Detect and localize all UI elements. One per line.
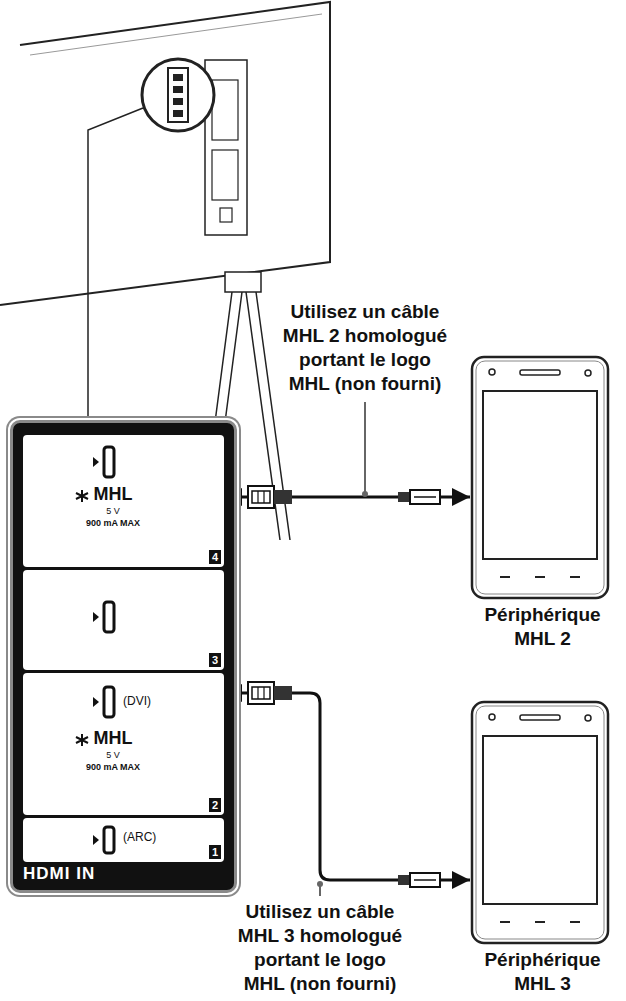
port-icon xyxy=(93,445,119,479)
mhl-cable xyxy=(224,693,470,880)
port-number: 1 xyxy=(209,845,221,859)
hdmi-port-slot: 3 xyxy=(23,570,224,670)
rating-text: 900 mA MAX xyxy=(63,763,163,773)
rating-text: 900 mA MAX xyxy=(63,519,163,529)
rating-text: 5 V xyxy=(63,507,163,517)
port-icon xyxy=(93,685,119,719)
micro-usb-plug xyxy=(398,873,440,887)
rating-text: 5 V xyxy=(63,751,163,761)
mhl-star-symbol xyxy=(75,733,89,747)
mhl-logo-text: MHL xyxy=(63,729,163,749)
hdmi-plug xyxy=(248,486,292,508)
leader-line xyxy=(364,402,366,492)
port-number: 4 xyxy=(209,550,221,564)
device-label: Périphérique MHL 2 xyxy=(470,603,615,651)
micro-usb-plug xyxy=(398,490,440,504)
hdmi-port-slot: (ARC) 1 xyxy=(23,818,224,862)
hdmi-panel: HDMI IN MHL 5 V 900 mA MAX 4 3 (DVI) MHL 5 V 900 … xyxy=(10,420,237,893)
mhl-device: Périphérique MHL 2 xyxy=(470,355,615,654)
hdmi-port-slot: MHL 5 V 900 mA MAX 4 xyxy=(23,435,224,567)
port-number: 3 xyxy=(209,653,221,667)
phone-illustration xyxy=(470,355,610,600)
cable-note: Utilisez un câble MHL 3 homologué portan… xyxy=(235,900,405,996)
port-icon xyxy=(93,825,119,855)
hdmi-plug xyxy=(248,682,292,704)
port-number: 2 xyxy=(209,798,221,812)
mhl-device: Périphérique MHL 3 xyxy=(470,700,615,999)
port-note: (DVI) xyxy=(123,695,151,708)
hdmi-port-slot: (DVI) MHL 5 V 900 mA MAX 2 xyxy=(23,673,224,815)
port-group-label: HDMI IN xyxy=(23,864,95,884)
cable-note: Utilisez un câble MHL 2 homologué portan… xyxy=(280,300,450,396)
mhl-logo-text: MHL xyxy=(63,485,163,505)
port-note: (ARC) xyxy=(123,831,156,844)
mhl-star-symbol xyxy=(75,489,89,503)
device-label: Périphérique MHL 3 xyxy=(470,948,615,996)
phone-illustration xyxy=(470,700,610,945)
port-icon xyxy=(93,600,119,634)
